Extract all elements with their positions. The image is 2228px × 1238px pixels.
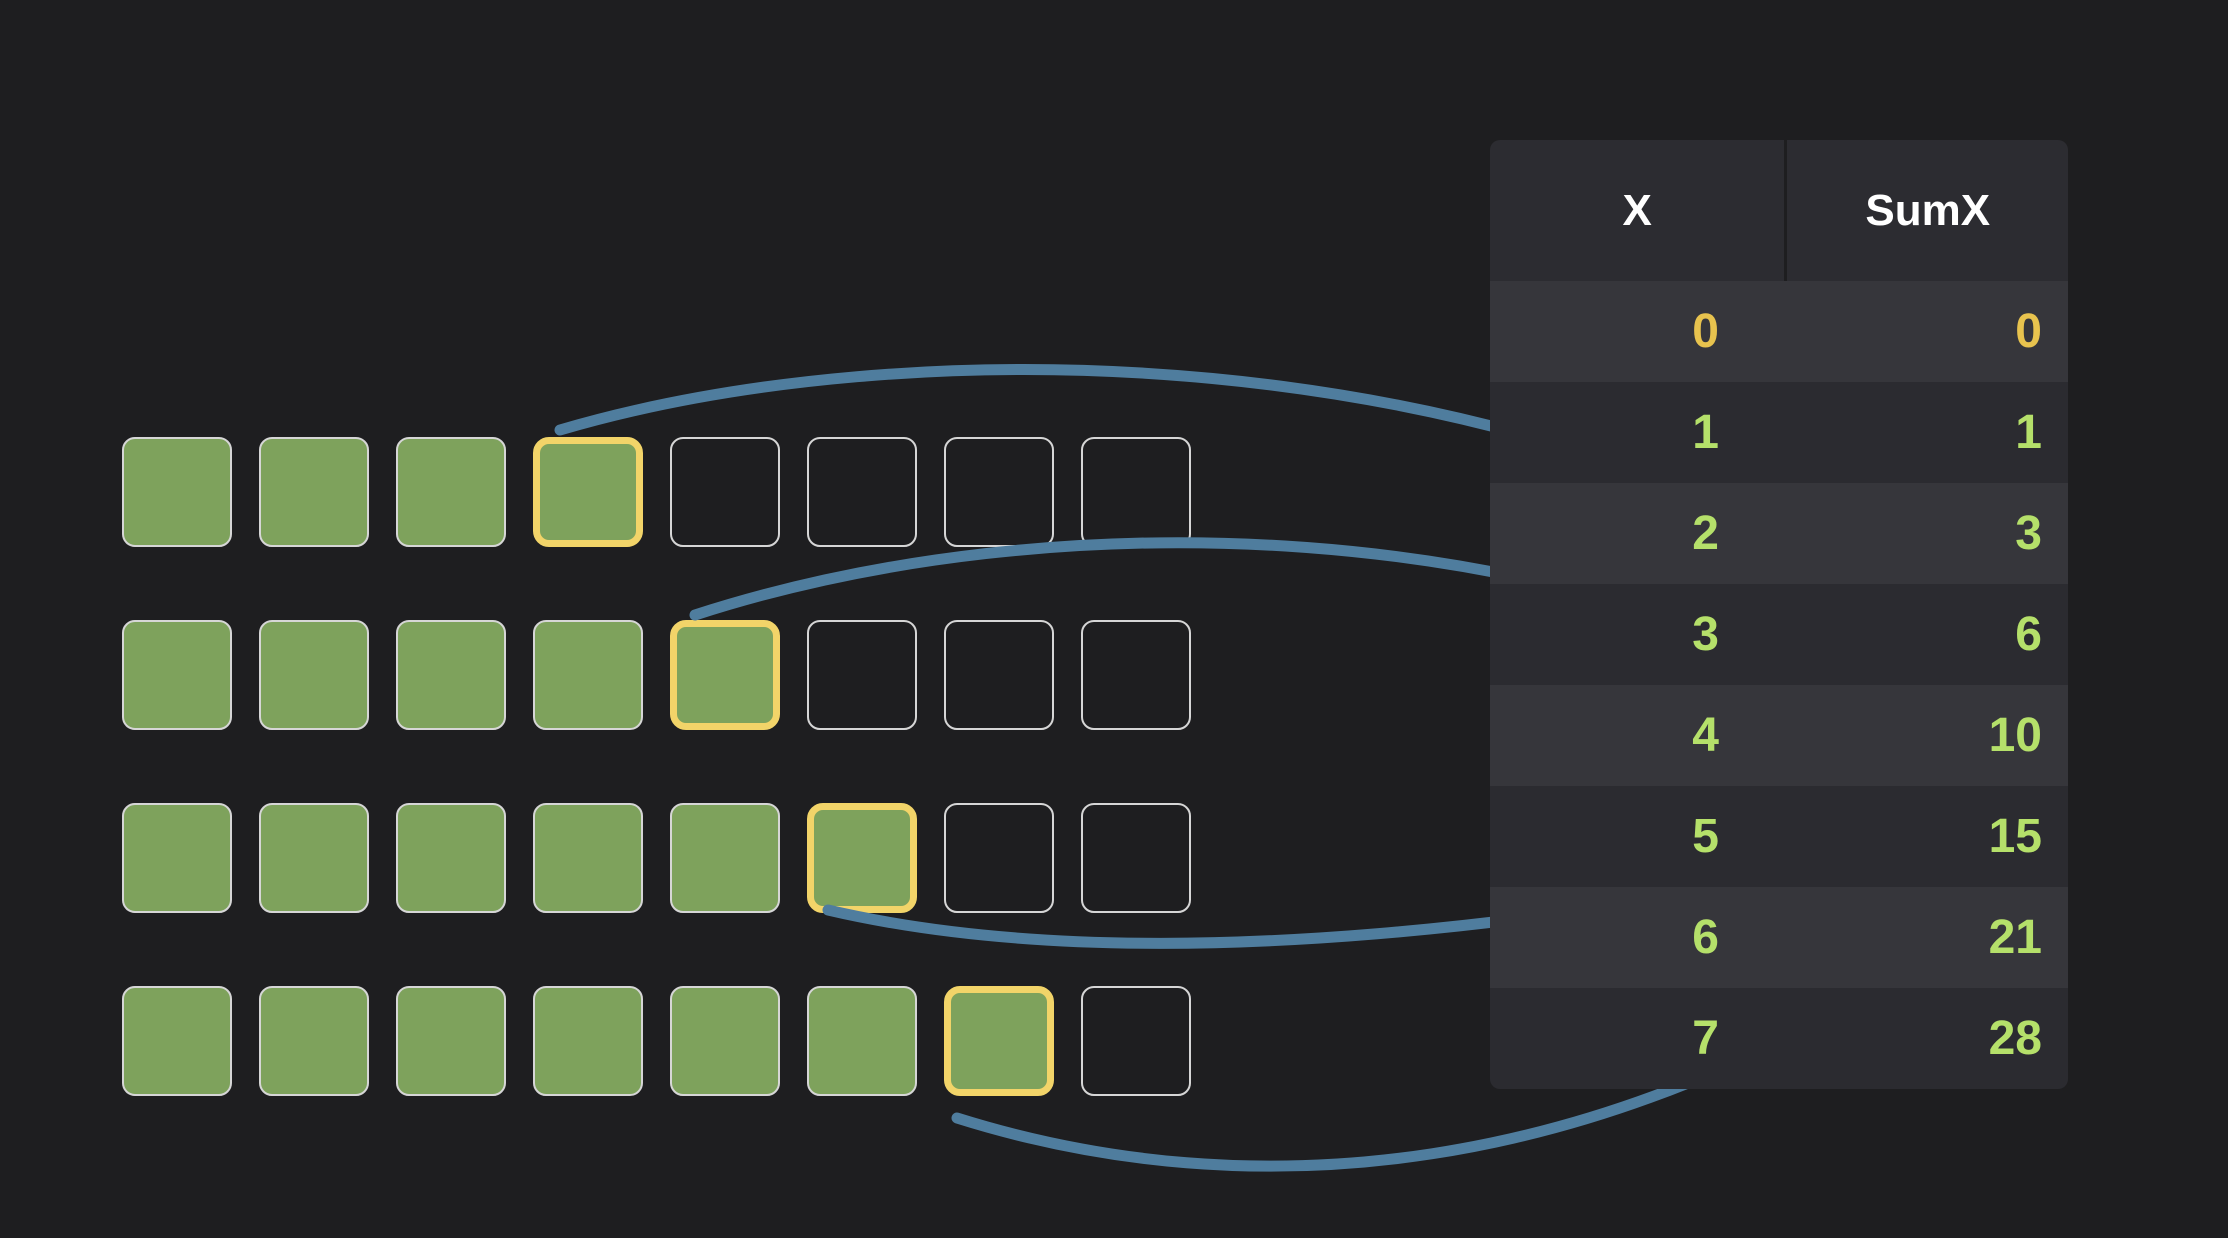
table-header-row: X SumX <box>1490 140 2068 281</box>
cell-sumx: 0 <box>2015 305 2042 358</box>
square-current[interactable] <box>807 803 917 913</box>
cell-x: 1 <box>1692 406 1719 459</box>
cell-x: 6 <box>1692 911 1719 964</box>
square-empty[interactable] <box>1081 986 1191 1096</box>
cell-sumx: 6 <box>2015 608 2042 661</box>
square-filled[interactable] <box>396 803 506 913</box>
square-filled[interactable] <box>670 803 780 913</box>
cell-x: 7 <box>1692 1012 1719 1065</box>
table-row[interactable]: 4 10 <box>1490 685 2068 786</box>
square-filled[interactable] <box>122 803 232 913</box>
square-filled[interactable] <box>670 986 780 1096</box>
square-filled[interactable] <box>807 986 917 1096</box>
square-filled[interactable] <box>396 986 506 1096</box>
square-current[interactable] <box>533 437 643 547</box>
square-filled[interactable] <box>259 803 369 913</box>
square-current[interactable] <box>670 620 780 730</box>
square-empty[interactable] <box>1081 803 1191 913</box>
square-empty[interactable] <box>944 437 1054 547</box>
cell-x: 5 <box>1692 810 1719 863</box>
cell-x: 4 <box>1692 709 1719 762</box>
square-empty[interactable] <box>807 620 917 730</box>
table-row[interactable]: 7 28 <box>1490 988 2068 1089</box>
square-filled[interactable] <box>533 620 643 730</box>
cell-sumx: 1 <box>2015 406 2042 459</box>
cell-x: 2 <box>1692 507 1719 560</box>
square-empty[interactable] <box>1081 620 1191 730</box>
square-filled[interactable] <box>122 986 232 1096</box>
cell-sumx: 10 <box>1988 709 2042 762</box>
square-filled[interactable] <box>396 620 506 730</box>
cell-sumx: 21 <box>1988 911 2042 964</box>
table-header-x: X <box>1490 140 1785 281</box>
square-empty[interactable] <box>944 803 1054 913</box>
square-filled[interactable] <box>122 620 232 730</box>
cell-sumx: 15 <box>1988 810 2042 863</box>
cell-x: 3 <box>1692 608 1719 661</box>
square-filled[interactable] <box>259 986 369 1096</box>
square-filled[interactable] <box>533 803 643 913</box>
square-empty[interactable] <box>807 437 917 547</box>
square-empty[interactable] <box>1081 437 1191 547</box>
table-row[interactable]: 5 15 <box>1490 786 2068 887</box>
square-filled[interactable] <box>259 437 369 547</box>
cell-sumx: 28 <box>1988 1012 2042 1065</box>
table-header-sumx: SumX <box>1787 140 2068 281</box>
square-filled[interactable] <box>396 437 506 547</box>
square-filled[interactable] <box>259 620 369 730</box>
square-current[interactable] <box>944 986 1054 1096</box>
square-filled[interactable] <box>533 986 643 1096</box>
square-empty[interactable] <box>670 437 780 547</box>
cell-x: 0 <box>1692 305 1719 358</box>
square-empty[interactable] <box>944 620 1054 730</box>
cell-sumx: 3 <box>2015 507 2042 560</box>
table-row[interactable]: 6 21 <box>1490 887 2068 988</box>
square-filled[interactable] <box>122 437 232 547</box>
